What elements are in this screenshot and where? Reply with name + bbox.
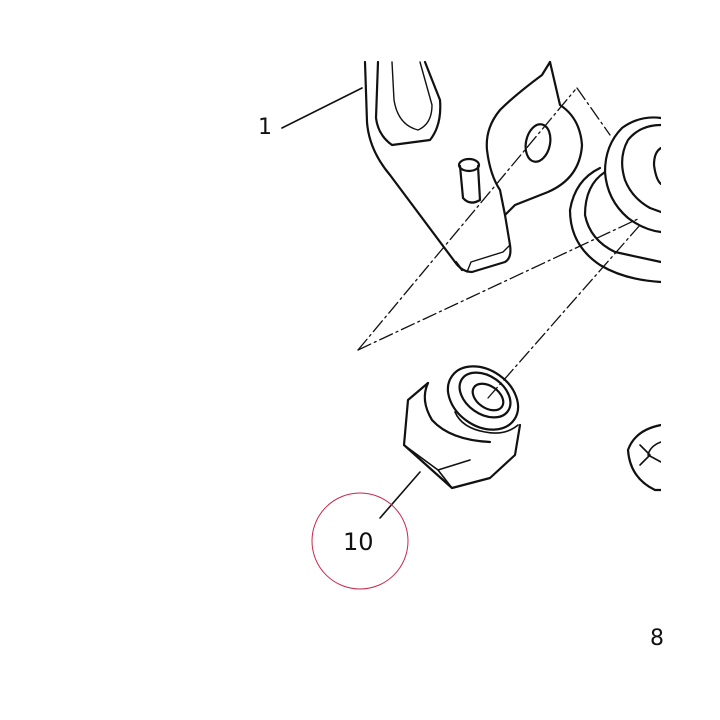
callout-label-8: 8 — [650, 626, 664, 651]
callout-label-1: 1 — [258, 115, 272, 140]
image-crop-margin — [661, 0, 720, 720]
assembly-axis-lines — [357, 87, 641, 399]
grommet-part — [568, 116, 663, 284]
nut-part-10 — [402, 365, 522, 490]
callout-label-10: 10 — [343, 528, 374, 556]
leader-line-10 — [379, 471, 421, 519]
bracket-part-1 — [363, 60, 584, 274]
callout-10-highlight-circle — [311, 492, 409, 590]
leader-line-1 — [281, 87, 363, 129]
screw-part — [626, 423, 663, 492]
